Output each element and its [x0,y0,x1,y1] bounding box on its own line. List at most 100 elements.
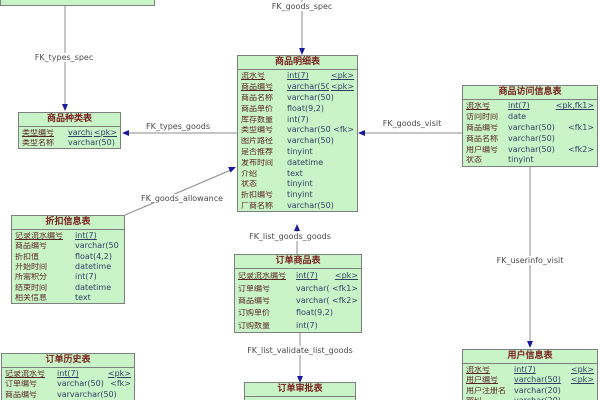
column-name: 密码 [466,397,514,400]
table-row: 相关信息 text [12,293,124,303]
column-type: int(7) [75,232,97,241]
column-type: int(7) [287,72,309,81]
column-name: 发布时间 [241,158,273,167]
column-key: <fk> [333,125,354,135]
column-type: varchar(50) [287,83,329,92]
column-type: varchar(50) [508,134,555,143]
column-name: 商品名称 [241,93,273,102]
column-type: varchar(20) [514,386,561,395]
column-type: float(4,2) [75,252,112,261]
table-order-goods[interactable]: 订单商品表 记录流水编号int(7)<pk>订单编号varchar(50)<fk… [234,254,362,333]
column-type: text [75,293,91,302]
connector-fk-list-validate-list-goods[interactable] [297,330,303,383]
column-type: text [287,169,303,178]
column-name: 流水号 [241,72,265,81]
column-name: 订购数量 [238,321,270,330]
column-type: varchar(50) [287,201,334,210]
column-key: <fk> [110,379,131,389]
column-name: 订购单价 [238,309,270,318]
column-name: 相关信息 [15,293,47,302]
column-name: 订单编号 [5,380,37,389]
column-type: float(9,2) [296,309,333,318]
column-type: varchar(50) [75,242,119,251]
column-type: tinyint [287,180,313,189]
column-name: 介绍 [241,169,257,178]
column-name: 开始时间 [15,263,47,272]
column-name: 类型编号 [241,126,273,135]
column-type: tinyint [287,191,313,200]
column-name: 商品名称 [466,134,498,143]
column-type: date [508,113,527,122]
column-key: <fk2> [332,295,358,305]
table-columns: 流水号int(7)<pk>商品编号varchar(50)<pk>商品名称varc… [238,70,357,211]
column-type: int(7) [296,321,318,330]
table-row: 类型编号 varchar(50)<fk> [238,125,357,136]
column-type: datetime [75,283,112,292]
table-title: 订单审批表 [245,383,355,397]
column-key: <pk> [330,82,354,92]
connector-fk-types-goods[interactable] [122,130,237,136]
table-title: 商品明细表 [238,56,357,70]
column-name: 类型编号 [22,129,54,137]
column-name: 类型名称 [22,139,54,147]
column-name: 折扣编号 [241,191,273,200]
partial-table-top-left[interactable] [0,0,155,6]
column-type: varchar(20) [514,397,592,400]
column-type: varchar(50) [296,296,330,305]
column-name: 是否推荐 [241,147,273,156]
connector-fk-goods-allowance[interactable] [124,167,236,216]
column-key: <fk1> [332,283,358,293]
column-key: <pk> [570,365,594,375]
column-type: float(9,2) [287,104,324,113]
table-row: 订购单价 float(9,2) [235,307,361,319]
connector-fk-goods-visit[interactable] [358,130,462,136]
table-order-approve[interactable]: 订单审批表 [244,382,356,400]
column-key: <fk2> [568,144,594,154]
column-type: int(7) [508,102,530,111]
table-columns [245,397,355,398]
column-name: 结束时间 [15,283,47,292]
table-row: 密码varchar(20) [463,396,597,400]
column-name: 商品编号 [241,83,273,92]
column-name: 订单编号 [238,284,270,293]
column-type: varchar(50) [287,126,332,135]
column-name: 所需积分 [15,273,47,282]
column-type: varchar(50) [508,145,555,154]
column-type: varchar(50) [287,93,334,102]
column-type: datetime [75,263,112,272]
column-name: 用户编号 [466,376,498,385]
table-title: 商品种类表 [19,113,120,127]
column-type: int(7) [287,115,309,124]
column-key: <pk> [107,369,131,379]
table-goods-detail[interactable]: 商品明细表 流水号int(7)<pk>商品编号varchar(50)<pk>商品… [237,55,358,213]
column-type: varchar(50) [508,123,555,132]
connector-fk-userinfo-visit[interactable] [527,163,533,348]
